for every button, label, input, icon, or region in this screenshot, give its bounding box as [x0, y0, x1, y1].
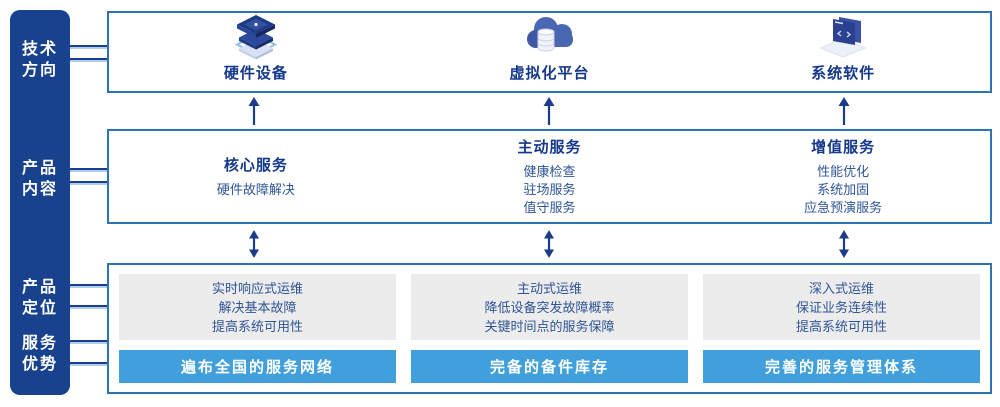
double-arrow-icon: [836, 230, 852, 258]
connector-line: [70, 168, 107, 170]
content-column-items: 健康检查 驻场服务 值守服务: [523, 164, 576, 215]
content-column-active: 主动服务 健康检查 驻场服务 值守服务: [403, 131, 697, 222]
sidebar-label-tech-direction: 技术 方向: [21, 41, 58, 79]
position-column-deep: 深入式运维 保证业务连续性 提高系统可用性 完善的服务管理体系: [703, 274, 980, 383]
product-position-box: 实时响应式运维 解决基本故障 提高系统可用性 遍布全国的服务网络 主动式运维 降…: [107, 263, 992, 394]
tech-item-label: 虚拟化平台: [509, 65, 590, 82]
product-content-box: 核心服务 硬件故障解决 主动服务 健康检查 驻场服务 值守服务 增值服务 性能优…: [107, 129, 992, 224]
content-column-items: 硬件故障解决: [216, 182, 295, 197]
tech-item-virtualization: 虚拟化平台: [403, 13, 697, 91]
content-column-title: 主动服务: [517, 139, 582, 156]
up-arrow-icon: [246, 97, 262, 125]
sidebar: 技术 方向 产品 内容 产品 定位 服务 优势: [10, 10, 70, 395]
connector-line: [70, 58, 107, 60]
tech-item-hardware: 硬件设备: [109, 13, 403, 91]
sidebar-label-product-content: 产品 内容: [21, 160, 58, 198]
double-arrow-icon: [541, 230, 557, 258]
sidebar-label-product-position: 产品 定位: [21, 279, 58, 317]
connector-line: [70, 284, 107, 286]
content-column-title: 核心服务: [223, 157, 288, 174]
position-summary-text: 深入式运维 保证业务连续性 提高系统可用性: [795, 280, 887, 334]
tech-item-software: 系统软件: [696, 13, 990, 91]
up-arrow-icon: [836, 97, 852, 125]
up-arrow-icon: [541, 97, 557, 125]
position-column-realtime: 实时响应式运维 解决基本故障 提高系统可用性 遍布全国的服务网络: [119, 274, 396, 383]
content-column-items: 性能优化 系统加固 应急预演服务: [804, 164, 883, 215]
cloud-database-icon: [522, 12, 578, 60]
advantage-bar: 完备的备件库存: [411, 350, 688, 383]
connector-line: [70, 45, 107, 47]
position-summary-panel: 实时响应式运维 解决基本故障 提高系统可用性: [119, 274, 396, 340]
connector-line: [70, 181, 107, 183]
server-stack-icon: [228, 12, 284, 60]
connector-line: [70, 362, 107, 364]
position-summary-text: 实时响应式运维 解决基本故障 提高系统可用性: [211, 280, 303, 334]
connector-line: [70, 340, 107, 342]
tech-item-label: 硬件设备: [223, 65, 288, 82]
position-summary-panel: 深入式运维 保证业务连续性 提高系统可用性: [703, 274, 980, 340]
position-column-proactive: 主动式运维 降低设备突发故障概率 关键时间点的服务保障 完备的备件库存: [411, 274, 688, 383]
tech-item-label: 系统软件: [811, 65, 876, 82]
double-arrow-icon: [246, 230, 262, 258]
advantage-bar: 遍布全国的服务网络: [119, 350, 396, 383]
content-column-title: 增值服务: [811, 139, 876, 156]
tech-direction-box: 硬件设备 虚拟化平台: [107, 11, 992, 93]
content-column-value-added: 增值服务 性能优化 系统加固 应急预演服务: [696, 131, 990, 222]
content-column-core: 核心服务 硬件故障解决: [109, 131, 403, 222]
position-summary-text: 主动式运维 降低设备突发故障概率 关键时间点的服务保障: [484, 280, 615, 334]
sidebar-label-service-advantage: 服务 优势: [21, 335, 58, 373]
connector-line: [70, 305, 107, 307]
position-summary-panel: 主动式运维 降低设备突发故障概率 关键时间点的服务保障: [411, 274, 688, 340]
advantage-bar: 完善的服务管理体系: [703, 350, 980, 383]
code-window-icon: [815, 12, 871, 60]
